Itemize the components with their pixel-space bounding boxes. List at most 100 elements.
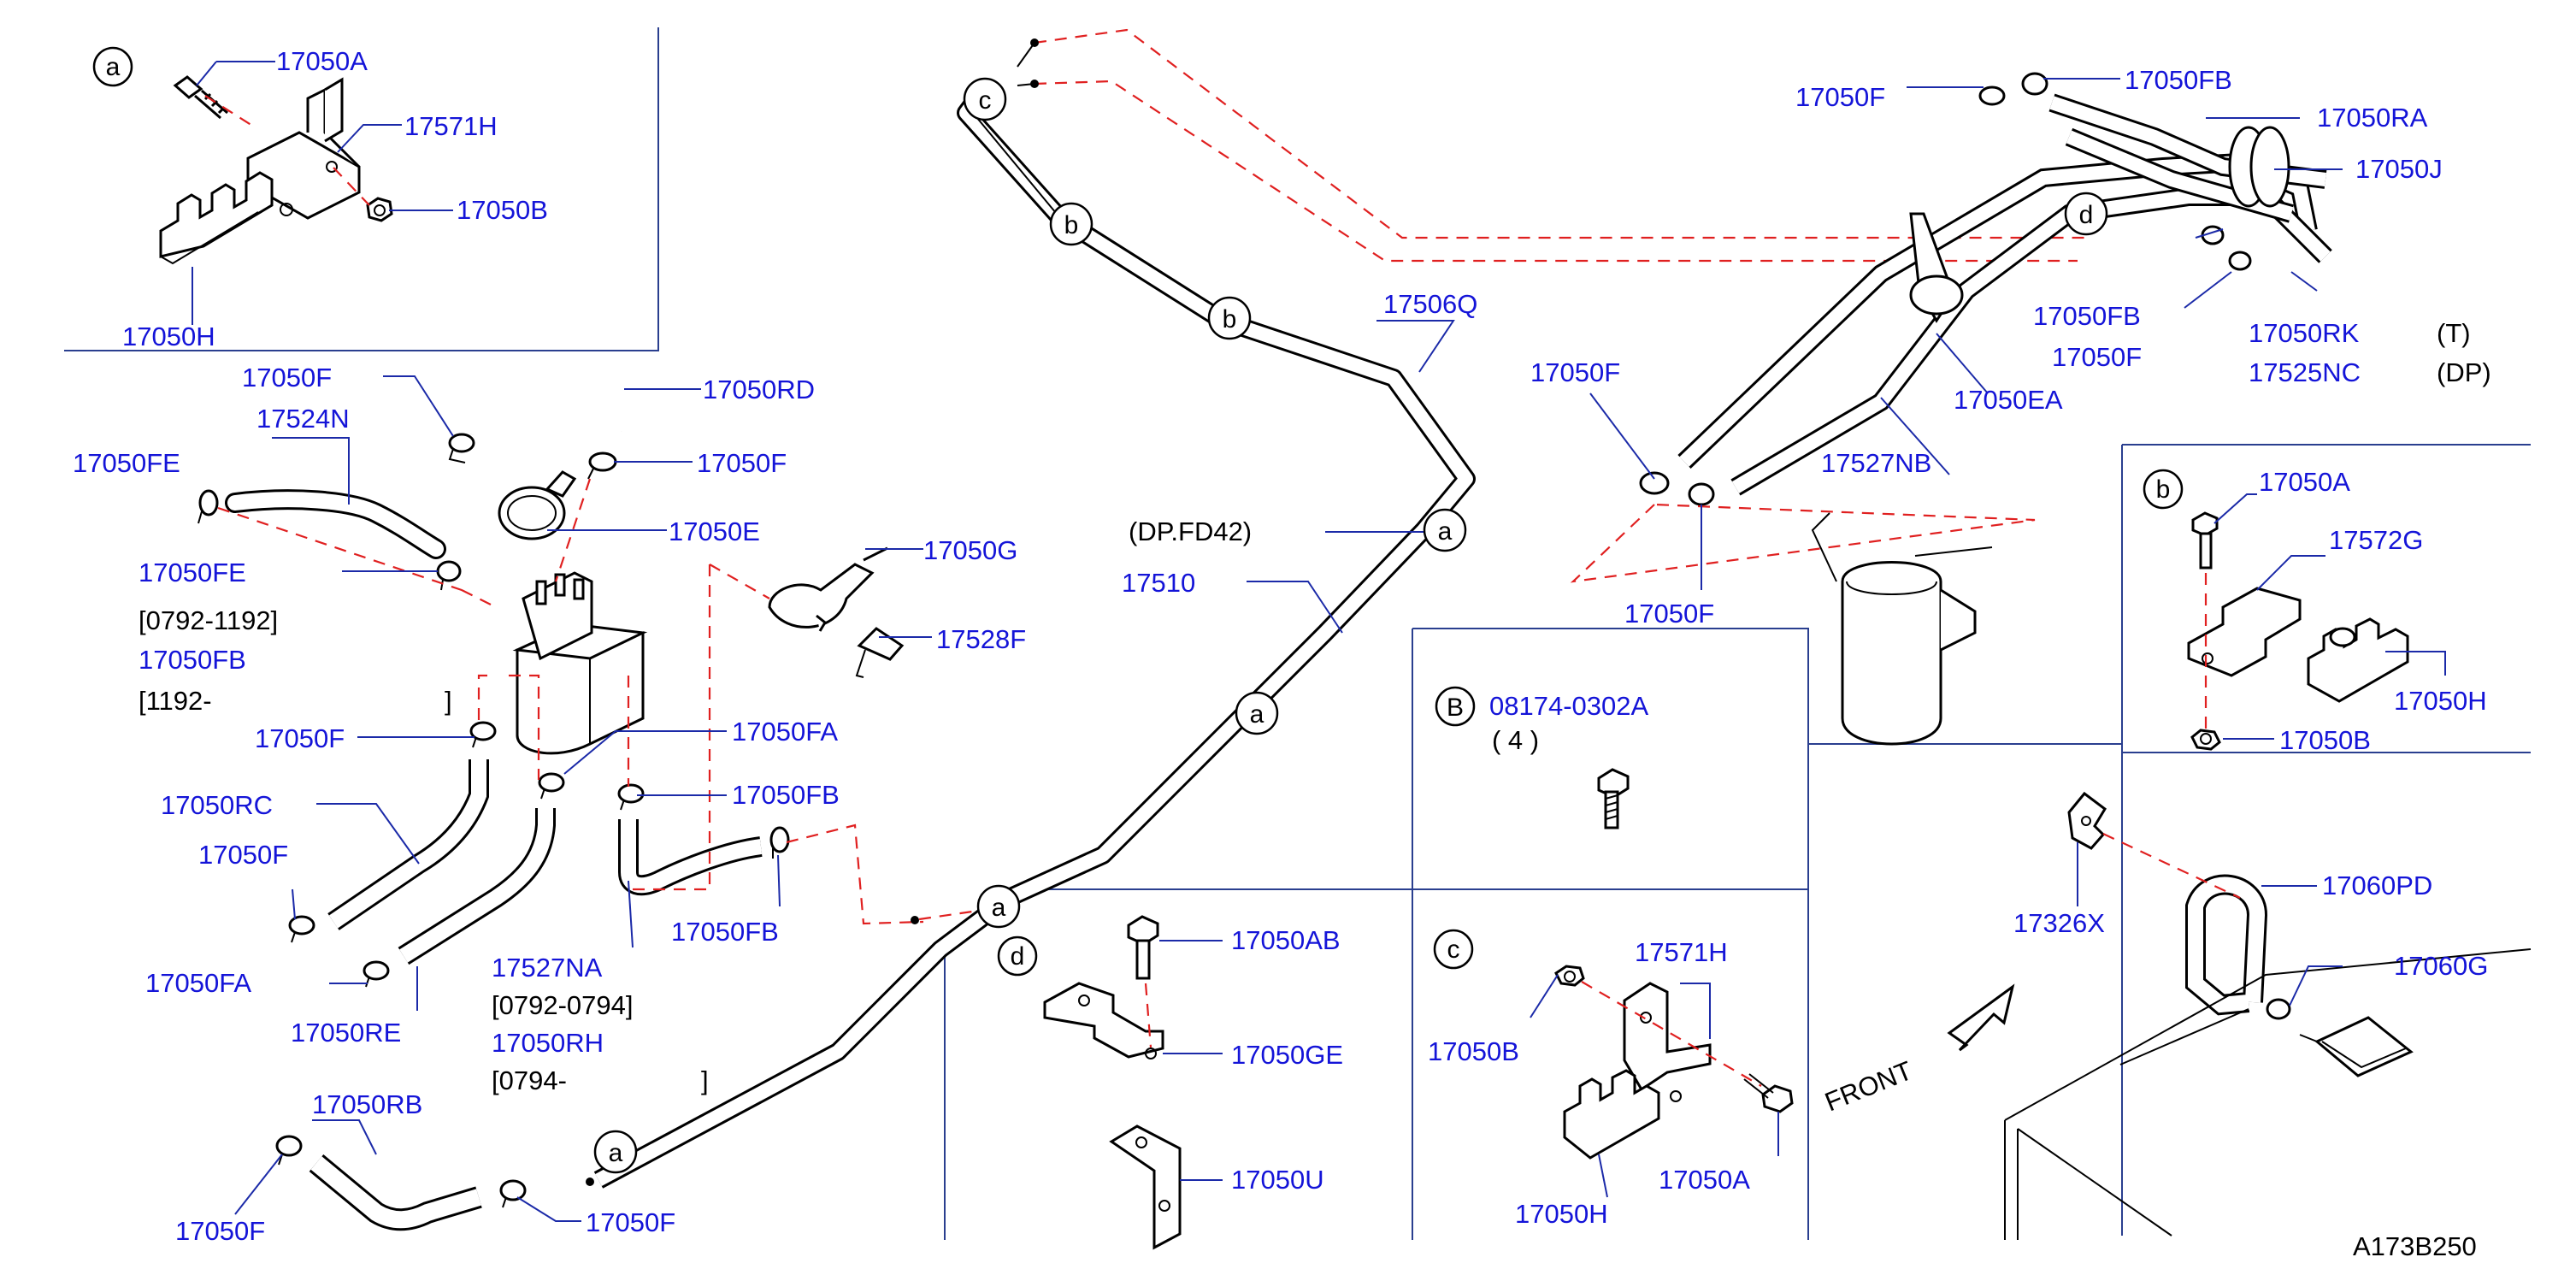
- note-label: [0792-0794]: [492, 990, 633, 1020]
- bracket-icon: [1623, 982, 1712, 1102]
- part-number-label: 17506Q: [1383, 289, 1477, 319]
- bracket-icon: [2067, 791, 2107, 850]
- bolt-icon: [173, 75, 228, 120]
- clamp-icon: [197, 489, 219, 524]
- part-number-label: 17050FB: [732, 780, 840, 810]
- bracket-icon: [1109, 1124, 1182, 1250]
- clamp-icon: [469, 721, 497, 748]
- clamp-icon: [1688, 482, 1715, 506]
- clamp-icon: [2228, 251, 2252, 271]
- bracket-icon: [246, 77, 361, 220]
- part-number-label: 17050A: [2259, 467, 2350, 497]
- detail-a: a 17050A 17571H 17050: [92, 46, 548, 351]
- section-marker-label: a: [992, 894, 1006, 922]
- part-number-label: 17050G: [923, 535, 1017, 565]
- note-label: [0794-: [492, 1065, 567, 1095]
- section-marker-label: a: [609, 1139, 623, 1167]
- bolt-icon: [1127, 915, 1159, 980]
- clamp-icon: [2266, 998, 2291, 1020]
- part-number-label: 17572G: [2329, 525, 2423, 555]
- note-label: (DP): [2437, 357, 2491, 387]
- bracket-icon: [855, 627, 905, 678]
- nut-icon: [1554, 965, 1585, 987]
- part-number-label: 17050RC: [161, 790, 273, 820]
- part-number-label: 17050F: [1530, 357, 1620, 387]
- canister-assembly: 17050F 17050RD 17524N 17050FE 17050F 170…: [73, 363, 1026, 1095]
- clamp-icon: [288, 915, 315, 943]
- section-marker-label: c: [979, 86, 992, 115]
- part-number-label: 17050F: [242, 363, 332, 393]
- part-number-label: 17050RK: [2249, 318, 2360, 348]
- section-marker-label: c: [1447, 936, 1460, 964]
- part-number-label: 17050RA: [2317, 103, 2428, 133]
- part-number-label: 17050J: [2355, 154, 2443, 184]
- part-number-label: 17060G: [2394, 951, 2488, 981]
- part-number-label: 17050U: [1231, 1165, 1324, 1195]
- note-label: ]: [445, 686, 452, 716]
- clip-icon: [1563, 1069, 1660, 1160]
- part-number-label: 17050FB: [139, 645, 246, 675]
- detail-b: b 17050A 17572G 17050H 17050B: [2143, 467, 2487, 755]
- section-marker-label: a: [1438, 517, 1453, 546]
- part-number-label: 17527NA: [492, 953, 603, 983]
- clamp-icon: [448, 433, 475, 463]
- part-number-label: 17050FB: [2125, 65, 2232, 95]
- hose-17050RB: 17050RB 17050F 17050F: [175, 1089, 675, 1246]
- canister-icon: [1811, 512, 1993, 746]
- part-number-label: 17050F: [1624, 599, 1714, 629]
- canister-icon: [512, 571, 648, 755]
- bracket-icon: [2187, 587, 2302, 677]
- grommet-icon: [2228, 126, 2290, 208]
- part-number-label: 17050A: [1659, 1165, 1750, 1195]
- part-number-label: 17050B: [457, 195, 548, 225]
- section-marker-label: b: [1223, 305, 1237, 333]
- part-number-label: 17050RB: [312, 1089, 422, 1119]
- bracket-icon: [768, 546, 888, 632]
- part-number-label: 17050B: [2279, 725, 2371, 755]
- part-number-label: 17050E: [669, 516, 760, 546]
- part-number-label: 17050FB: [671, 917, 779, 947]
- part-number-label: 17510: [1122, 568, 1195, 598]
- clip-icon: [159, 171, 274, 265]
- nut-icon: [366, 197, 393, 222]
- part-number-label: 17050A: [276, 46, 368, 76]
- part-number-label: 17050F: [198, 840, 288, 870]
- part-number-label: 17050F: [2052, 342, 2142, 372]
- note-label: ]: [701, 1065, 709, 1095]
- part-number-label: 17050H: [2394, 686, 2487, 716]
- part-number-label: 17528F: [936, 624, 1026, 654]
- note-label: (T): [2437, 318, 2471, 348]
- clip-icon: [2307, 617, 2409, 703]
- clamp-icon: [617, 783, 645, 811]
- part-number-label: 17326X: [2013, 908, 2105, 938]
- part-number-label: 17050F: [697, 448, 787, 478]
- note-label: A173B250: [2353, 1231, 2477, 1261]
- part-number-label: 17050RE: [291, 1018, 401, 1048]
- clamp-icon: [275, 1135, 303, 1166]
- clamp-icon: [1639, 471, 1670, 495]
- section-marker-label: a: [1250, 700, 1264, 729]
- bolt-icon: [2191, 511, 2219, 570]
- clamp-icon: [436, 560, 462, 591]
- clamp-icon: [1978, 86, 2006, 106]
- bracket-icon: [1043, 982, 1164, 1059]
- part-number-label: 17050RH: [492, 1028, 604, 1058]
- part-number-label: 17571H: [404, 111, 498, 141]
- part-number-label: 17050F: [586, 1207, 675, 1237]
- part-number-label: 17524N: [256, 404, 350, 434]
- detail-c: c 17571H 17050B 17050H 17050A: [1428, 929, 1794, 1229]
- part-number-label: 17525NC: [2249, 357, 2361, 387]
- part-number-label: 17050FA: [732, 717, 838, 747]
- clamp-icon: [499, 1179, 527, 1208]
- part-number-label: 17050GE: [1231, 1040, 1343, 1070]
- bolt-icon: [1743, 1073, 1794, 1113]
- clamp-icon: [363, 960, 390, 988]
- part-number-label: 17060PD: [2322, 871, 2432, 900]
- part-number-label: 17050AB: [1231, 925, 1341, 955]
- part-number-label: 17050FB: [2033, 301, 2141, 331]
- part-number-label: 17050FE: [139, 558, 246, 587]
- part-number-label: 17050RD: [703, 375, 815, 404]
- part-number-label: 17050FA: [145, 968, 251, 998]
- part-number-label: 17527NB: [1821, 448, 1931, 478]
